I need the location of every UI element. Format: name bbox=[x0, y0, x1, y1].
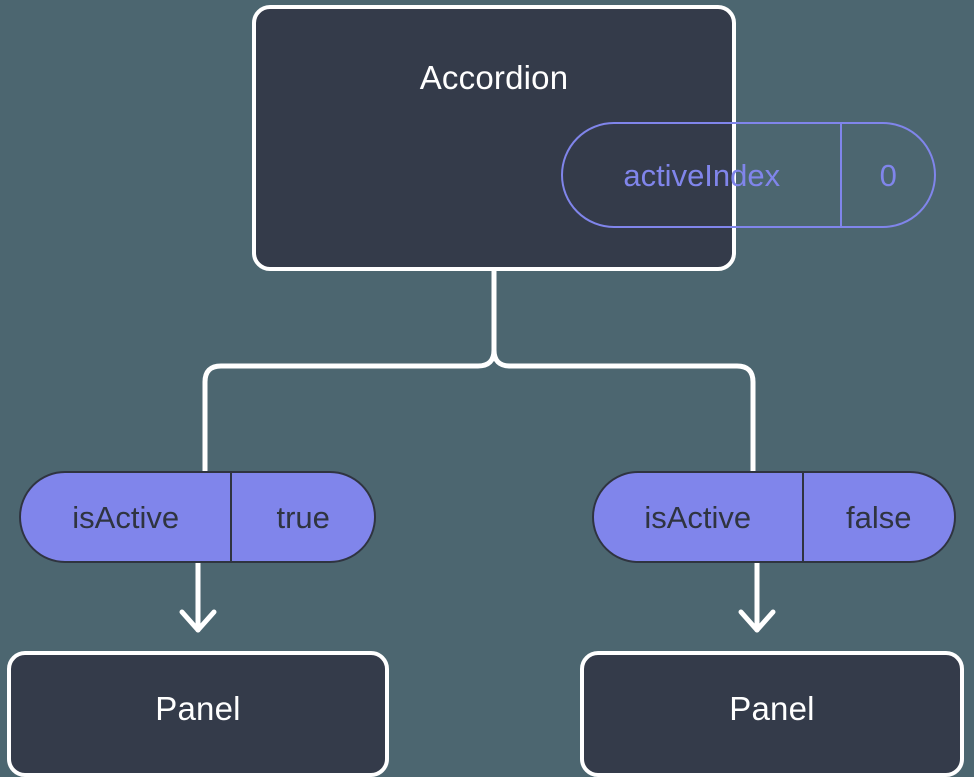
prop-pill-is-active-left[interactable]: isActive true bbox=[19, 471, 376, 563]
down-arrow-icon-left bbox=[179, 609, 217, 633]
prop-pill-is-active-left-value: true bbox=[230, 473, 374, 561]
connector-split-to-left-pill bbox=[202, 347, 497, 474]
accordion-node[interactable]: Accordion activeIndex 0 bbox=[252, 5, 936, 271]
connector-split-to-right-pill bbox=[491, 347, 756, 474]
state-pill-active-index-value: 0 bbox=[840, 124, 934, 226]
prop-pill-is-active-right[interactable]: isActive false bbox=[592, 471, 956, 563]
prop-pill-is-active-left-key: isActive bbox=[72, 499, 180, 535]
panel-node-left-title: Panel bbox=[155, 689, 241, 727]
down-arrow-icon-right bbox=[738, 609, 776, 633]
accordion-title: Accordion bbox=[419, 59, 569, 96]
state-pill-active-index-key: activeIndex bbox=[623, 157, 781, 193]
prop-pill-is-active-right-value: false bbox=[801, 473, 954, 561]
panel-node-left[interactable]: Panel bbox=[7, 651, 389, 777]
prop-pill-is-active-right-key: isActive bbox=[644, 499, 752, 535]
panel-node-right-title: Panel bbox=[729, 689, 815, 727]
panel-node-right[interactable]: Panel bbox=[580, 651, 964, 777]
state-pill-active-index[interactable]: activeIndex 0 bbox=[561, 122, 936, 228]
